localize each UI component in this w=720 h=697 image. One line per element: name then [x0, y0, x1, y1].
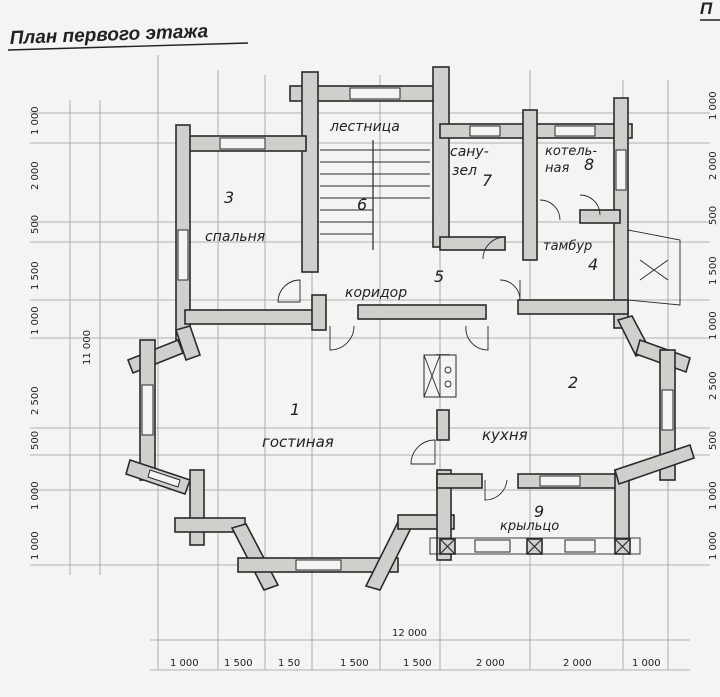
left-dim: 2 000 [30, 161, 41, 190]
total-height-label: 11 000 [82, 330, 93, 365]
room-2-name: кухня [482, 426, 528, 444]
room-1-name: гостиная [262, 433, 334, 451]
left-dim: 2 500 [30, 386, 41, 415]
bottom-dim: 1 000 [632, 658, 661, 669]
right-dim: 1 500 [708, 256, 719, 285]
left-dim: 1 500 [30, 261, 41, 290]
right-dim: 1 000 [708, 311, 719, 340]
left-dim: 500 [30, 431, 41, 450]
room-1-number: 1 [290, 400, 300, 419]
doors [277, 194, 601, 501]
room-5-name: коридор [345, 285, 407, 301]
right-dim: 500 [708, 206, 719, 225]
room-labels: 1 гостиная 2 кухня 3 спальня 4 тамбур 5 … [205, 119, 598, 534]
room-8-name-line2: ная [545, 161, 569, 176]
kitchen-fixture [423, 354, 457, 398]
room-4-number: 4 [588, 255, 598, 274]
right-dim: 2 000 [708, 151, 719, 180]
left-dim: 1 000 [30, 481, 41, 510]
bottom-dimensions: 1 000 1 500 1 50 1 500 1 500 2 000 2 000… [170, 658, 661, 669]
right-dim: 500 [708, 431, 719, 450]
right-dim: 1 000 [708, 531, 719, 560]
title-underline [7, 42, 249, 51]
left-dim: 1 000 [30, 106, 41, 135]
room-9-name: крыльцо [500, 519, 559, 534]
room-2-number: 2 [568, 373, 578, 392]
room-7-name-line1: сану- [450, 144, 489, 160]
left-dimensions: 1 000 2 000 500 1 500 1 000 2 500 500 1 … [30, 106, 41, 560]
room-8-name-line1: котель- [545, 144, 597, 159]
room-9-number: 9 [534, 502, 544, 521]
room-3-number: 3 [224, 188, 234, 207]
room-8-number: 8 [584, 155, 594, 174]
room-5-number: 5 [434, 267, 444, 286]
left-dim: 1 000 [30, 306, 41, 335]
bottom-dim: 1 500 [340, 658, 369, 669]
bottom-dim: 1 000 [170, 658, 199, 669]
left-dim: 500 [30, 215, 41, 234]
room-6-name: лестница [329, 119, 400, 135]
room-7-name-line2: зел [452, 163, 477, 179]
bottom-dim: 1 500 [403, 658, 432, 669]
total-width-label: 12 000 [392, 628, 427, 639]
right-dim: 2 500 [708, 371, 719, 400]
porch-posts [439, 538, 631, 555]
left-dim: 1 000 [30, 531, 41, 560]
room-3-name: спальня [205, 229, 265, 245]
room-4-name: тамбур [543, 239, 592, 254]
corner-fragment-text: П [700, 0, 713, 18]
right-dimensions: 1 000 2 000 500 1 500 1 000 2 500 500 1 … [708, 91, 719, 560]
staircase [320, 140, 430, 250]
walls [125, 66, 695, 591]
right-dim: 1 000 [708, 91, 719, 120]
room-6-number: 6 [357, 195, 367, 214]
bottom-dim: 1 500 [224, 658, 253, 669]
right-dim: 1 000 [708, 481, 719, 510]
bottom-dim: 2 000 [563, 658, 592, 669]
bottom-dim: 1 50 [278, 658, 300, 669]
room-7-number: 7 [482, 171, 493, 190]
bottom-dim: 2 000 [476, 658, 505, 669]
